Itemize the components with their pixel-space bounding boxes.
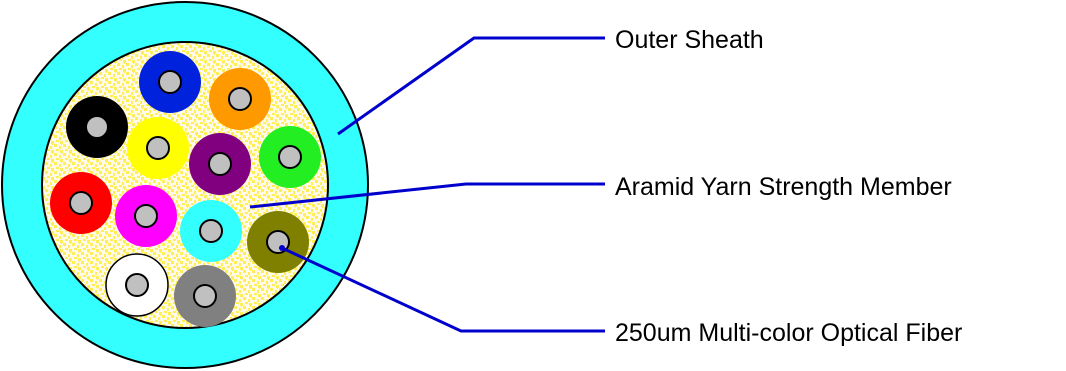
fiber-yellow xyxy=(127,117,189,179)
fiber-core xyxy=(208,152,232,176)
fiber-core xyxy=(146,136,170,160)
fiber-white xyxy=(105,253,169,317)
fiber-orange xyxy=(209,68,271,130)
fiber-core xyxy=(193,284,217,308)
leader-dot-optical-fiber xyxy=(279,245,285,251)
fiber-black xyxy=(66,96,128,158)
fiber-core xyxy=(158,70,182,94)
label-outer-sheath: Outer Sheath xyxy=(615,26,764,54)
leader-line-optical-fiber xyxy=(281,246,605,333)
fiber-core xyxy=(69,191,93,215)
label-aramid-yarn-strength-member: Aramid Yarn Strength Member xyxy=(615,173,952,201)
fiber-blue xyxy=(139,51,201,113)
fiber-gray xyxy=(174,265,236,327)
fiber-olive xyxy=(247,211,309,273)
fiber-purple xyxy=(189,133,251,195)
fiber-core xyxy=(228,87,252,111)
fiber-green xyxy=(259,126,321,188)
fiber-core xyxy=(199,219,223,243)
fiber-core xyxy=(125,273,149,297)
leader-line-outer-sheath xyxy=(337,36,605,136)
optical-fibers xyxy=(50,51,321,327)
label-optical-fiber: 250um Multi-color Optical Fiber xyxy=(615,319,962,347)
fiber-red xyxy=(50,172,112,234)
leader-line-aramid-yarn xyxy=(249,182,605,209)
fiber-core xyxy=(278,145,302,169)
fiber-core xyxy=(85,115,109,139)
leader-lines xyxy=(249,36,605,333)
fiber-cyan xyxy=(180,200,242,262)
fiber-magenta xyxy=(115,185,177,247)
fiber-core xyxy=(134,204,158,228)
